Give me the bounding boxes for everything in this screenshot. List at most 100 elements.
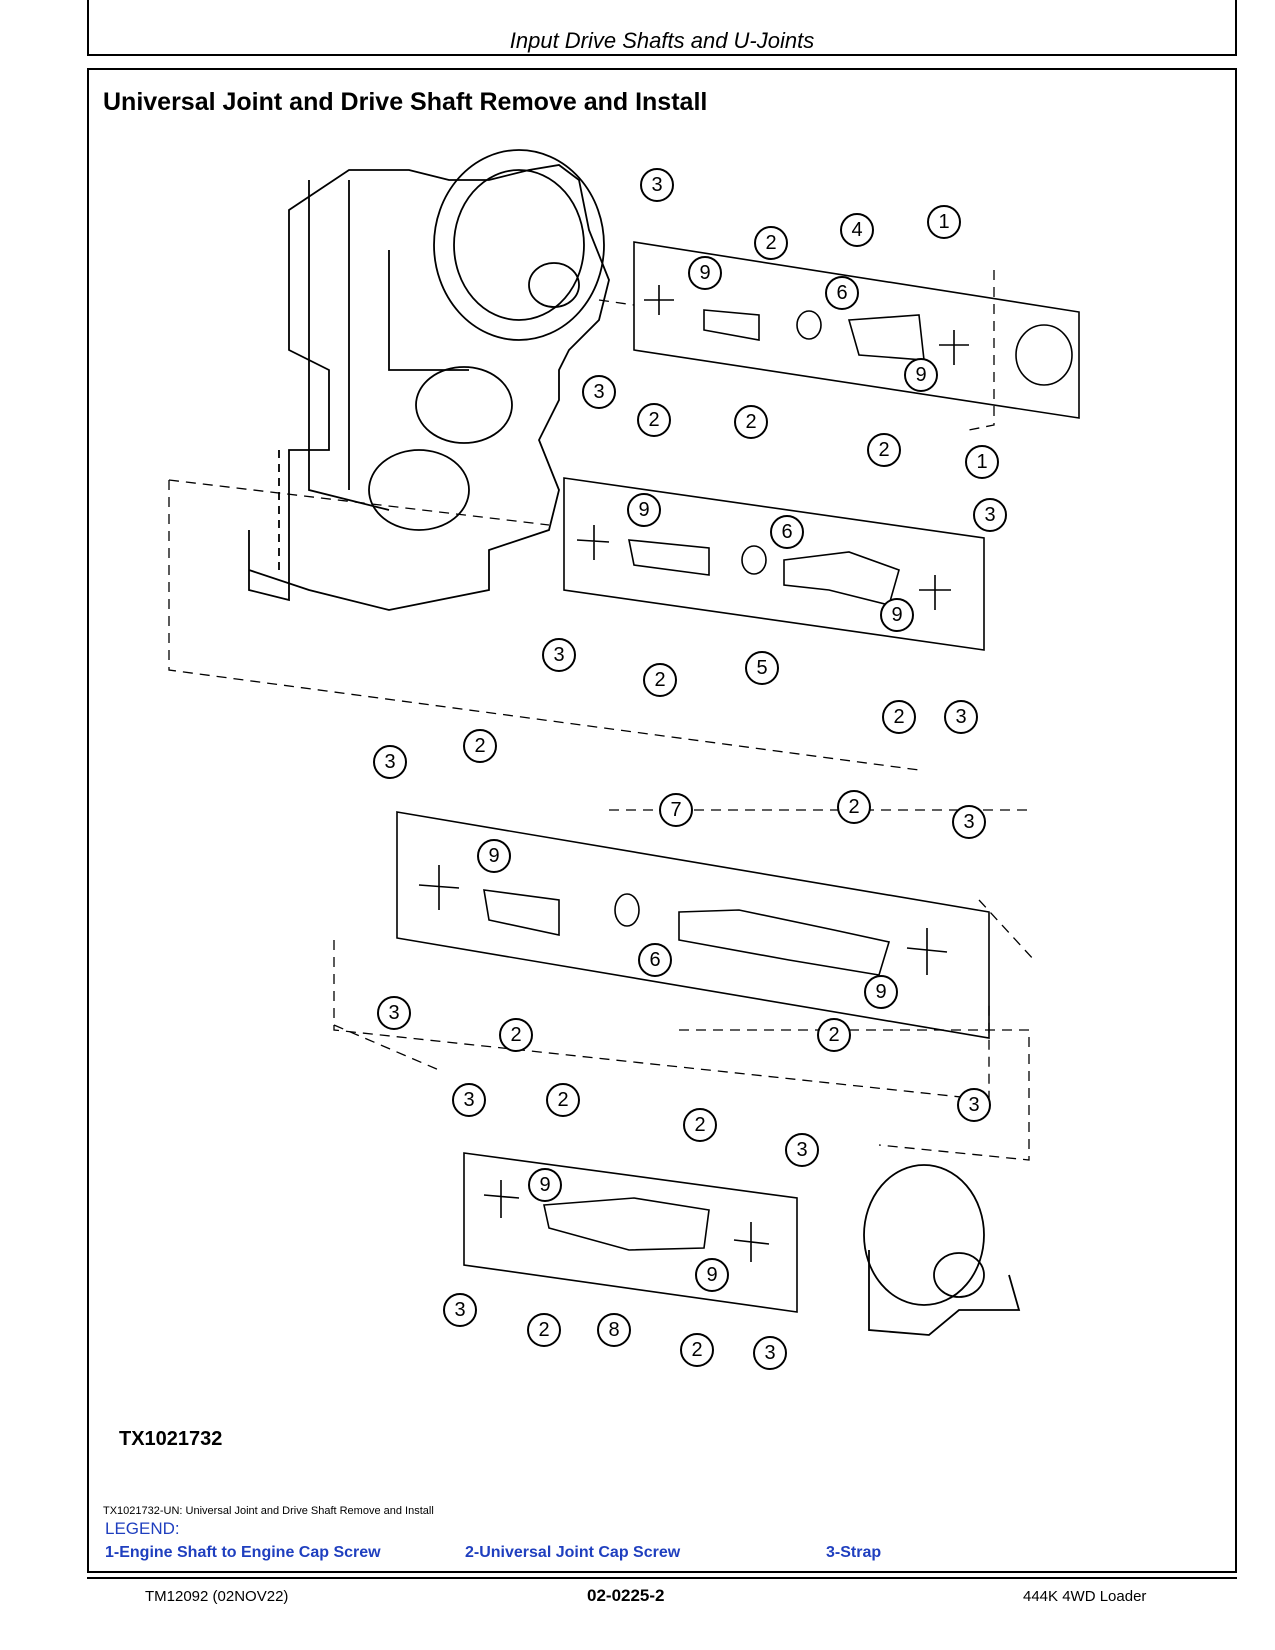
legend-item-3: 3-Strap xyxy=(826,1544,882,1561)
shaft-4-plane xyxy=(633,241,1080,419)
svg-text:3: 3 xyxy=(384,751,395,773)
callout-9: 9 xyxy=(695,1258,729,1292)
svg-text:9: 9 xyxy=(915,364,926,386)
callout-9: 9 xyxy=(880,598,914,632)
svg-text:3: 3 xyxy=(388,1002,399,1024)
svg-text:2: 2 xyxy=(848,796,859,818)
svg-text:2: 2 xyxy=(648,409,659,431)
callout-2: 2 xyxy=(546,1083,580,1117)
callout-2: 2 xyxy=(683,1108,717,1142)
footer-model: 444K 4WD Loader xyxy=(1023,1588,1147,1605)
callout-2: 2 xyxy=(637,403,671,437)
svg-text:9: 9 xyxy=(699,262,710,284)
svg-text:9: 9 xyxy=(875,981,886,1003)
callout-9: 9 xyxy=(528,1168,562,1202)
transmission-illustration xyxy=(248,149,610,611)
svg-text:3: 3 xyxy=(984,504,995,526)
footer-page-number: 02-0225-2 xyxy=(587,1586,665,1605)
callout-2: 2 xyxy=(867,433,901,467)
svg-text:6: 6 xyxy=(649,949,660,971)
svg-text:1: 1 xyxy=(938,211,949,233)
callout-2: 2 xyxy=(499,1018,533,1052)
axle-illustration xyxy=(863,1164,1021,1336)
svg-text:3: 3 xyxy=(593,381,604,403)
callout-2: 2 xyxy=(837,790,871,824)
callout-6: 6 xyxy=(770,515,804,549)
svg-text:2: 2 xyxy=(474,735,485,757)
svg-text:2: 2 xyxy=(538,1319,549,1341)
svg-text:3: 3 xyxy=(968,1094,979,1116)
callout-9: 9 xyxy=(688,256,722,290)
svg-text:9: 9 xyxy=(891,604,902,626)
shaft-7-plane xyxy=(396,811,990,1039)
svg-text:6: 6 xyxy=(781,521,792,543)
callout-8: 8 xyxy=(597,1313,631,1347)
svg-text:9: 9 xyxy=(539,1174,550,1196)
svg-text:2: 2 xyxy=(654,669,665,691)
svg-text:3: 3 xyxy=(796,1139,807,1161)
svg-text:2: 2 xyxy=(893,706,904,728)
callout-9: 9 xyxy=(864,975,898,1009)
callout-3: 3 xyxy=(452,1083,486,1117)
callout-markers: 3 2 4 1 9 6 9 3 2 2 2 1 3 9 6 9 3 5 2 2 … xyxy=(373,168,1007,1370)
callout-3: 3 xyxy=(952,805,986,839)
svg-text:9: 9 xyxy=(488,845,499,867)
callout-2: 2 xyxy=(643,663,677,697)
callout-2: 2 xyxy=(680,1333,714,1367)
svg-text:7: 7 xyxy=(670,799,681,821)
svg-text:3: 3 xyxy=(463,1089,474,1111)
callout-3: 3 xyxy=(443,1293,477,1327)
svg-text:3: 3 xyxy=(764,1342,775,1364)
footer-rule xyxy=(87,1577,1237,1579)
callout-3: 3 xyxy=(377,996,411,1030)
svg-text:3: 3 xyxy=(963,811,974,833)
legend-item-1: 1-Engine Shaft to Engine Cap Screw xyxy=(105,1544,381,1561)
callout-3: 3 xyxy=(957,1088,991,1122)
shaft-5-parts xyxy=(576,525,951,610)
page-title: Universal Joint and Drive Shaft Remove a… xyxy=(103,88,708,116)
header-frame: Input Drive Shafts and U-Joints xyxy=(87,0,1237,56)
callout-9: 9 xyxy=(627,493,661,527)
callout-2: 2 xyxy=(734,405,768,439)
shaft-5-plane xyxy=(563,477,985,651)
section-title: Input Drive Shafts and U-Joints xyxy=(509,28,815,53)
legend-title: LEGEND: xyxy=(105,1519,180,1538)
callout-9: 9 xyxy=(477,839,511,873)
svg-text:2: 2 xyxy=(828,1024,839,1046)
svg-text:2: 2 xyxy=(557,1089,568,1111)
callout-3: 3 xyxy=(542,638,576,672)
svg-text:3: 3 xyxy=(955,706,966,728)
callout-1: 1 xyxy=(927,205,961,239)
svg-text:5: 5 xyxy=(756,657,767,679)
callout-3: 3 xyxy=(582,375,616,409)
callout-3: 3 xyxy=(373,745,407,779)
footer-doc-id: TM12092 (02NOV22) xyxy=(145,1588,289,1605)
svg-text:2: 2 xyxy=(691,1339,702,1361)
callout-5: 5 xyxy=(745,651,779,685)
callout-2: 2 xyxy=(463,729,497,763)
callout-2: 2 xyxy=(527,1313,561,1347)
svg-text:3: 3 xyxy=(454,1299,465,1321)
shaft-8-parts xyxy=(483,1180,770,1262)
callout-7: 7 xyxy=(659,793,693,827)
svg-text:3: 3 xyxy=(553,644,564,666)
callout-6: 6 xyxy=(825,276,859,310)
callout-3: 3 xyxy=(944,700,978,734)
content-frame: Universal Joint and Drive Shaft Remove a… xyxy=(87,68,1237,1573)
svg-text:9: 9 xyxy=(706,1264,717,1286)
exploded-view-diagram: 3 2 4 1 9 6 9 3 2 2 2 1 3 9 6 9 3 5 2 2 … xyxy=(168,149,1080,1370)
svg-text:2: 2 xyxy=(510,1024,521,1046)
callout-4: 4 xyxy=(840,213,874,247)
svg-text:2: 2 xyxy=(694,1114,705,1136)
figure-caption: TX1021732-UN: Universal Joint and Drive … xyxy=(103,1505,434,1517)
callout-2: 2 xyxy=(817,1018,851,1052)
callout-3: 3 xyxy=(640,168,674,202)
callout-6: 6 xyxy=(638,943,672,977)
svg-text:9: 9 xyxy=(638,499,649,521)
callout-2: 2 xyxy=(754,226,788,260)
callout-2: 2 xyxy=(882,700,916,734)
svg-text:6: 6 xyxy=(836,282,847,304)
svg-text:8: 8 xyxy=(608,1319,619,1341)
callout-1: 1 xyxy=(965,445,999,479)
callout-3: 3 xyxy=(973,498,1007,532)
